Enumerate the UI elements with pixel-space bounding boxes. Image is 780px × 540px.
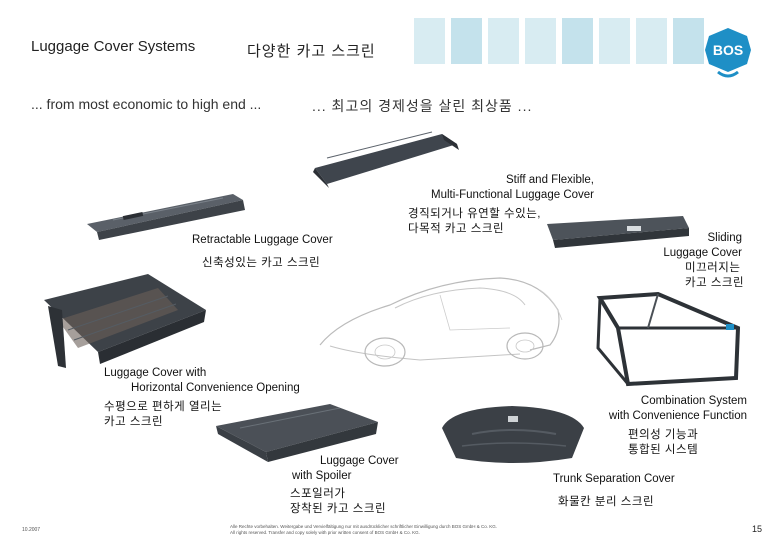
retractable-cover-image (87, 194, 245, 240)
label-line: 수평으로 편하게 열리는 (104, 401, 223, 413)
label-line: 카고 스크린 (104, 416, 164, 428)
label-line: Horizontal Convenience Opening (131, 382, 300, 394)
label-horizontal-en: Luggage Cover with Horizontal Convenienc… (104, 366, 320, 396)
page-title-en: Luggage Cover Systems (31, 38, 196, 55)
subtitle-ko: ... 최고의 경제성을 살린 최상품 ... (312, 98, 533, 114)
label-line: Luggage Cover with (104, 367, 207, 379)
label-line: 통합된 시스템 (628, 444, 699, 456)
accent-square (451, 18, 482, 64)
label-line: Stiff and Flexible, (505, 174, 594, 186)
combination-system-image (596, 291, 741, 387)
horizontal-opening-cover-image (44, 274, 206, 368)
label-line: Multi-Functional Luggage Cover (430, 189, 594, 201)
stiff-cover-image (313, 131, 459, 188)
label-stiff-en: Stiff and Flexible, Multi-Functional Lug… (400, 173, 594, 203)
label-sliding-ko: 미끄러지는 카고 스크린 (685, 261, 744, 291)
label-line: 장착된 카고 스크린 (290, 503, 387, 515)
label-line: Luggage Cover (320, 455, 399, 467)
legal-line: Alle Rechte vorbehalten. Weitergabe und … (230, 524, 498, 529)
label-line: 다목적 카고 스크린 (408, 223, 505, 235)
legal-line: All rights reserved. Transfer and copy s… (230, 530, 420, 535)
sliding-cover-image (547, 216, 689, 248)
accent-square (414, 18, 445, 64)
label-horizontal-ko: 수평으로 편하게 열리는 카고 스크린 (104, 400, 222, 430)
logo-text: BOS (713, 42, 743, 58)
label-line: Luggage Cover (663, 247, 742, 259)
accent-square (488, 18, 519, 64)
label-line: with Spoiler (292, 470, 352, 482)
label-line: 미끄러지는 (685, 262, 741, 274)
label-spoiler-en: Luggage Cover with Spoiler (278, 454, 407, 484)
footer-date: 10.2007 (22, 527, 41, 533)
label-line: 편의성 기능과 (628, 429, 699, 441)
accent-square (673, 18, 704, 64)
label-line: Combination System (640, 395, 747, 407)
trunk-separation-cover-image (442, 406, 584, 463)
accent-square (562, 18, 593, 64)
label-sliding-en: Sliding Luggage Cover (660, 231, 742, 261)
label-line: Sliding (707, 232, 742, 244)
subtitle-en: ... from most economic to high end ... (31, 96, 262, 112)
label-line: 경직되거나 유연할 수있는, (408, 208, 541, 220)
footer-legal: Alle Rechte vorbehalten. Weitergabe und … (230, 524, 550, 536)
label-retractable-ko: 신축성있는 카고 스크린 (202, 257, 321, 269)
accent-square (636, 18, 667, 64)
label-retractable-en: Retractable Luggage Cover (192, 234, 333, 246)
label-line: with Convenience Function (608, 410, 747, 422)
label-stiff-ko: 경직되거나 유연할 수있는, 다목적 카고 스크린 (408, 207, 541, 237)
label-line: 스포일러가 (290, 488, 346, 500)
logo-arc (717, 70, 739, 78)
label-trunk-ko: 화물칸 분리 스크린 (558, 496, 655, 508)
spoiler-cover-image (216, 404, 378, 462)
label-combination-ko: 편의성 기능과 통합된 시스템 (628, 428, 698, 458)
label-line: 카고 스크린 (685, 277, 745, 289)
accent-square (525, 18, 556, 64)
logo-badge-shape (705, 28, 751, 72)
bos-logo: BOS (705, 28, 751, 78)
page-number: 15 (752, 524, 763, 534)
accent-square (599, 18, 630, 64)
car-sketch-image (319, 277, 563, 367)
label-trunk-en: Trunk Separation Cover (553, 473, 675, 485)
label-spoiler-ko: 스포일러가 장착된 카고 스크린 (290, 487, 386, 517)
label-combination-en: Combination System with Convenience Func… (590, 394, 747, 424)
page-title-ko: 다양한 카고 스크린 (247, 43, 376, 60)
